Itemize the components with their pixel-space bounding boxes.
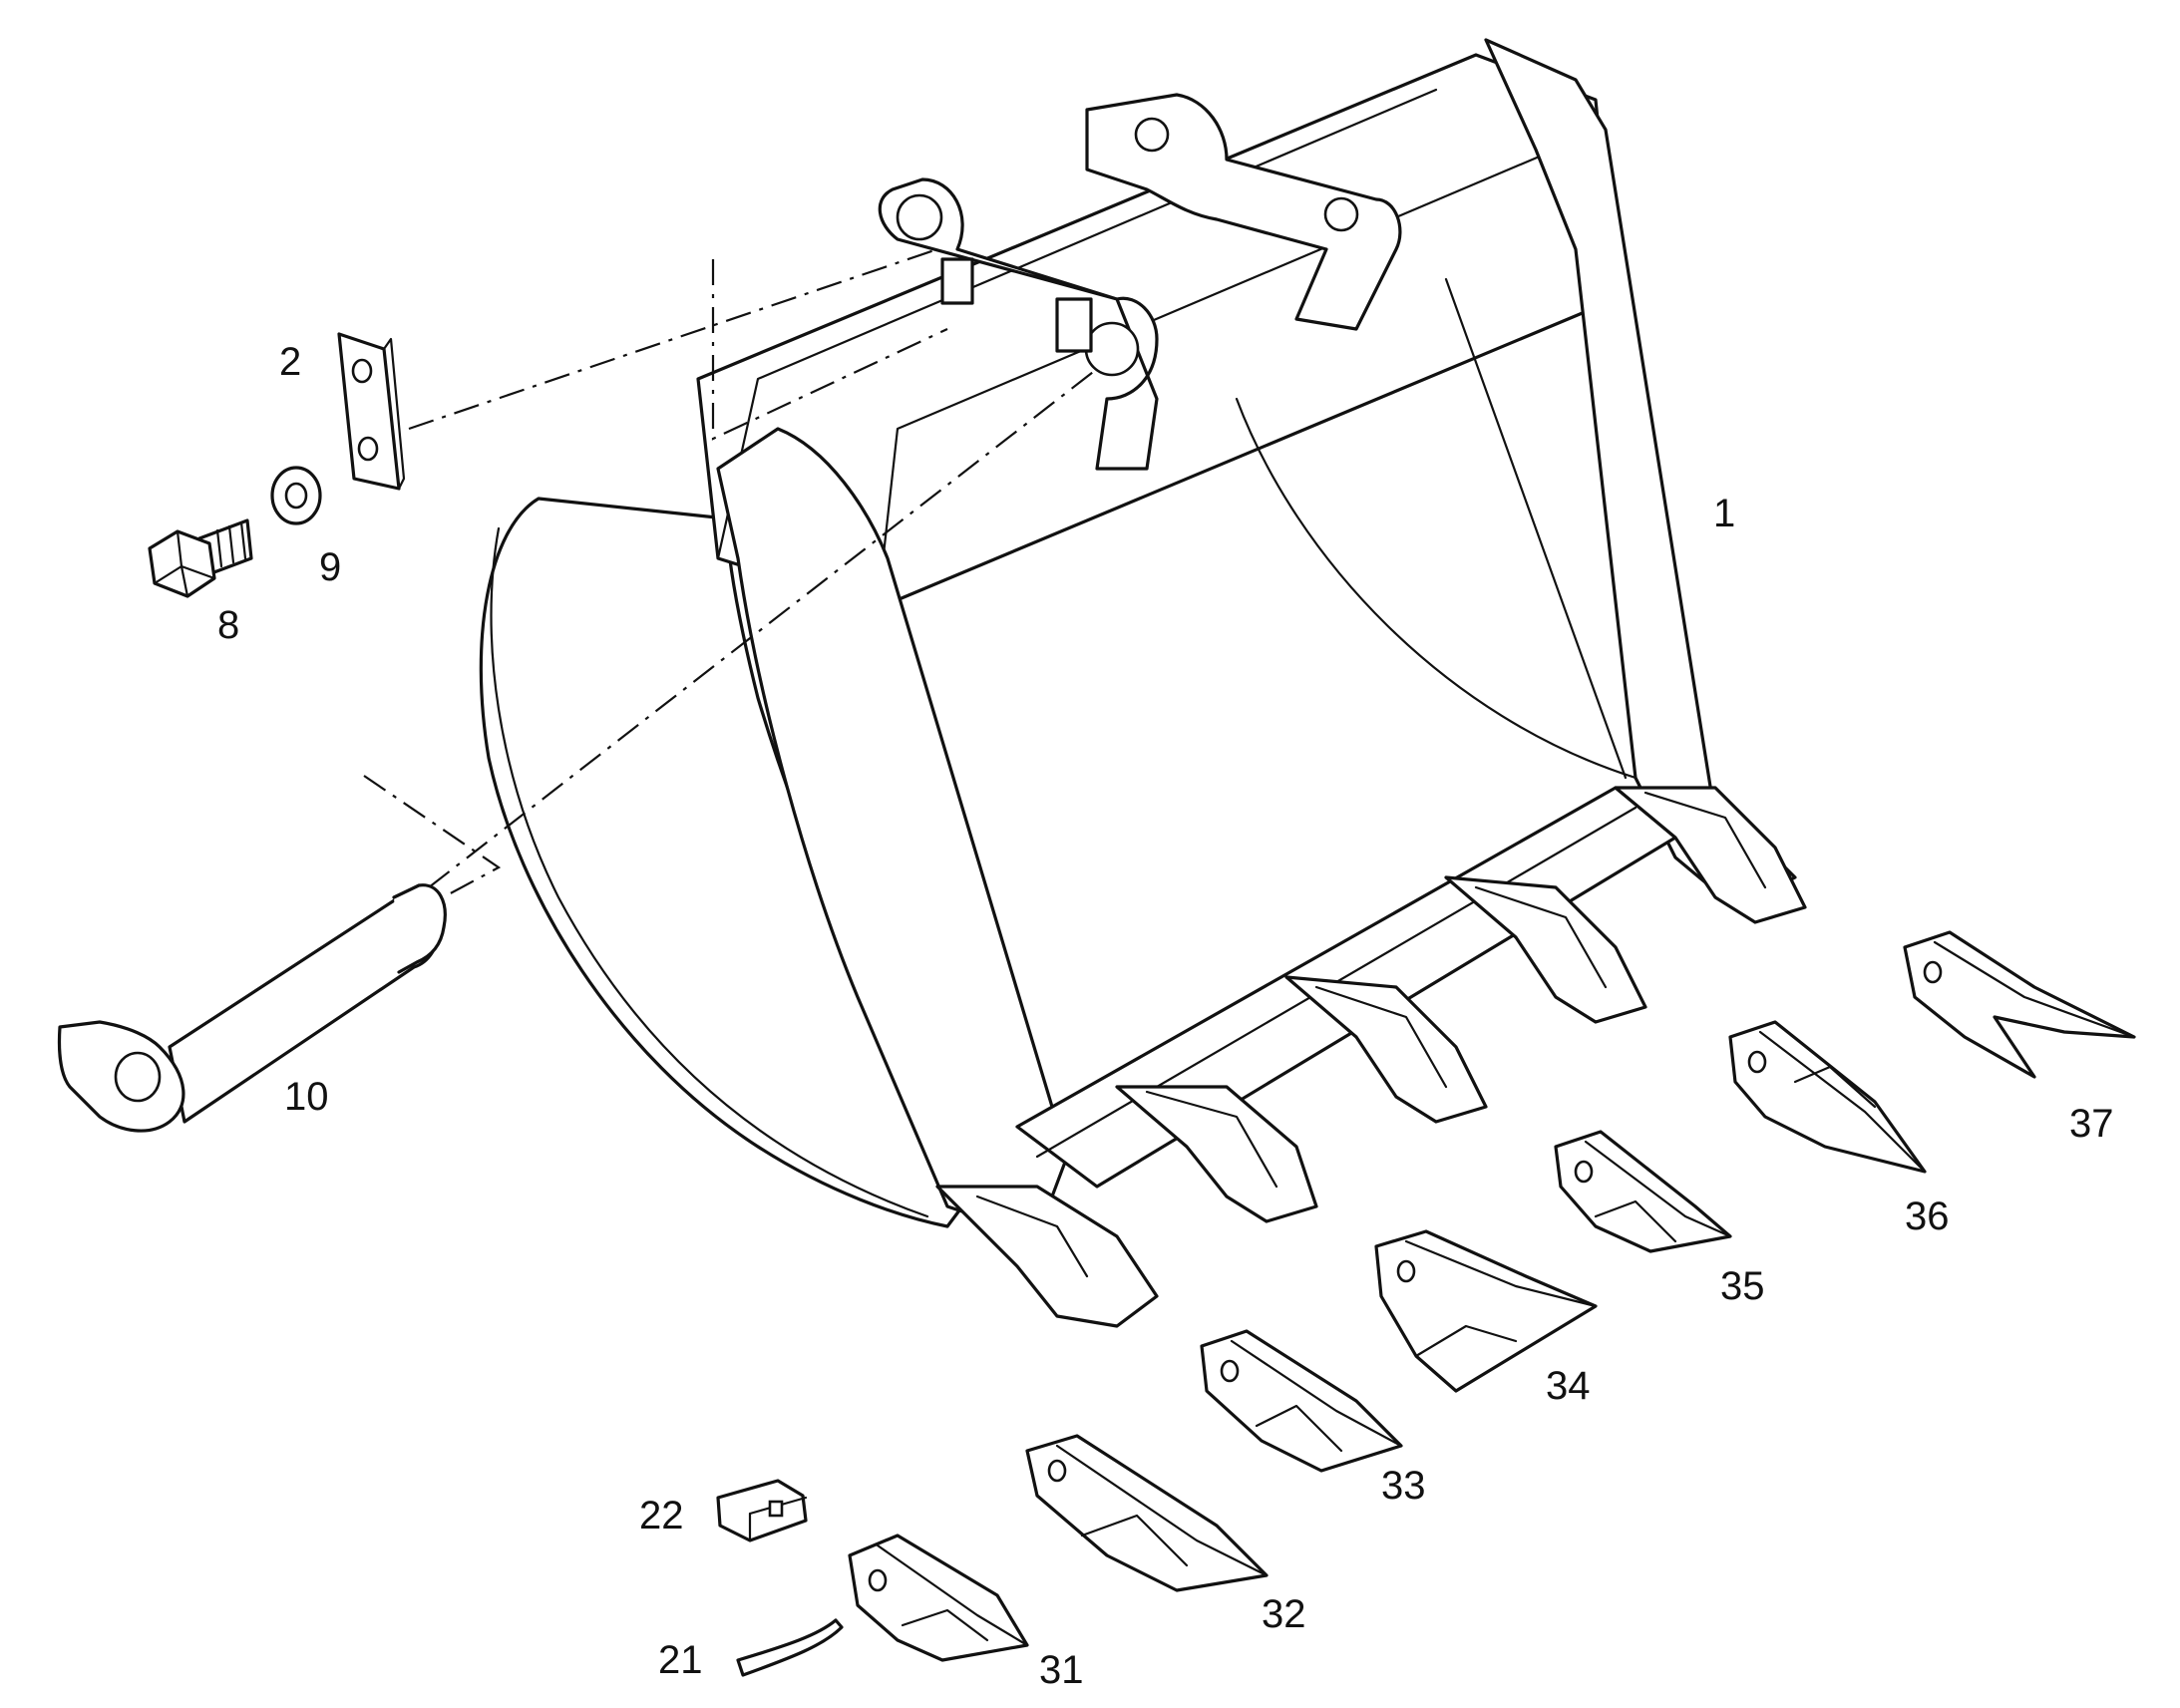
tooth-36-part [1728,1020,1927,1174]
adapter-3 [1284,975,1488,1124]
tooth-34-part [1374,1229,1598,1393]
callout-10: 10 [284,1075,329,1119]
retainer-part [736,1618,844,1677]
tooth-31-part [848,1534,1029,1662]
tooth-32-part [1025,1434,1269,1592]
callout-8: 8 [217,603,239,647]
pin-part [57,883,447,1133]
bucket-assembly [479,38,1807,1328]
leader-upper-return [711,259,948,441]
callout-35: 35 [1720,1264,1765,1308]
leader-pin-zigzag [363,775,502,903]
callout-1: 1 [1713,492,1735,535]
callout-31: 31 [1039,1648,1084,1692]
lock-part [716,1479,808,1542]
adapter-2 [1115,1085,1318,1223]
adapter-4 [1444,875,1647,1024]
callout-36: 36 [1905,1195,1950,1238]
tooth-37-part [1903,930,2136,1079]
callout-33: 33 [1381,1464,1426,1508]
washer-part [270,466,322,525]
callout-22: 22 [639,1494,684,1537]
plate-part [337,332,406,491]
callout-9: 9 [319,545,341,589]
callout-2: 2 [279,340,301,384]
callout-34: 34 [1546,1364,1591,1408]
tooth-35-part [1554,1130,1732,1253]
callout-21: 21 [658,1638,703,1682]
bolt-part [148,518,253,598]
tooth-33-part [1200,1329,1403,1473]
callout-32: 32 [1262,1592,1306,1636]
adapter-1 [935,1185,1159,1328]
adapter-5 [1614,786,1807,924]
callout-37: 37 [2069,1102,2114,1146]
